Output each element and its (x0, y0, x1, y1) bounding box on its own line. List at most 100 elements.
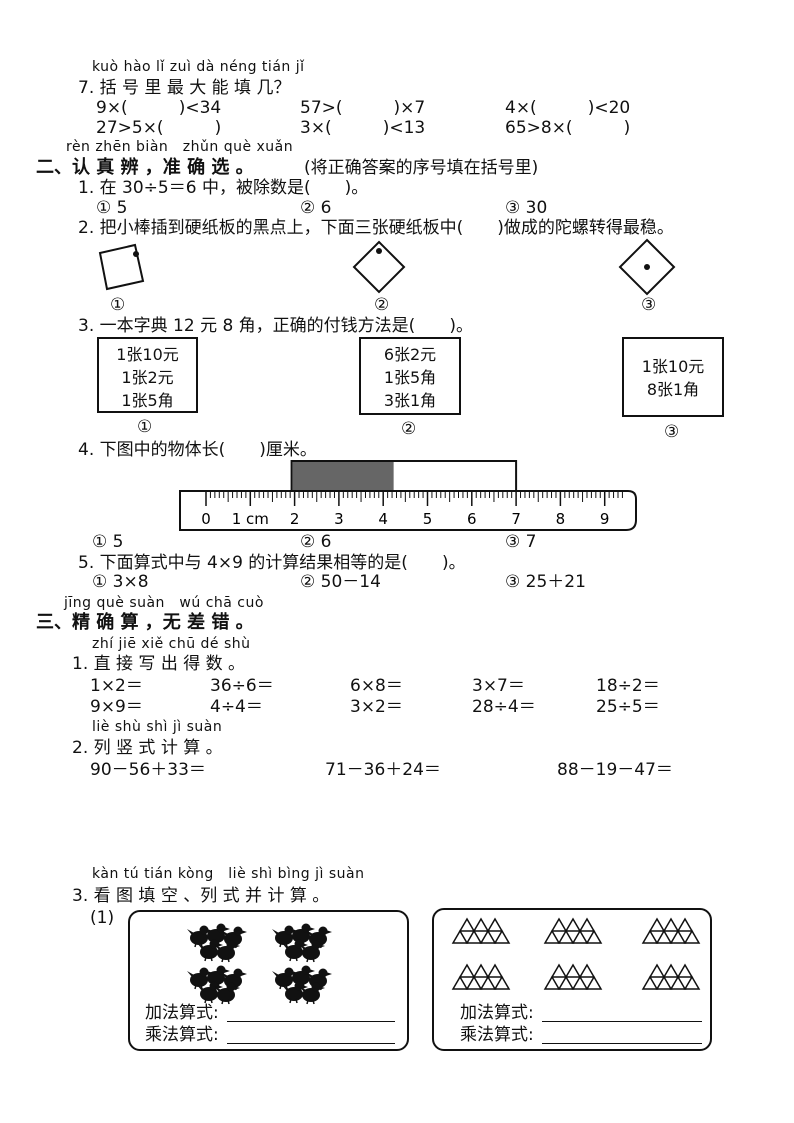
q3-text: 3. 一本字典 12 元 8 角，正确的付钱方法是( )。 (78, 316, 473, 336)
vertical-calc-3[interactable]: 88－19－47＝ (557, 760, 673, 780)
q2-label-1: ① (110, 295, 126, 315)
q3-label-3: ③ (664, 422, 680, 442)
q1-option-3[interactable]: ③ 30 (505, 198, 548, 218)
ruler-tick-label: 2 (290, 510, 300, 528)
q7-item-6[interactable]: 65>8×( ) (505, 118, 631, 138)
ruler-tick-label: 5 (423, 510, 433, 528)
calc-1[interactable]: 1×2＝ (90, 676, 143, 696)
ruler-tick-label: 8 (556, 510, 566, 528)
q5-option-1[interactable]: ① 3×8 (92, 572, 149, 592)
p3-pinyin: kàn tú tián kòng liè shì bìng jì suàn (92, 866, 365, 882)
money-box-1[interactable]: 1张10元 1张2元 1张5角 (97, 337, 198, 413)
calc-8[interactable]: 3×2＝ (350, 697, 403, 717)
calc-10[interactable]: 25÷5＝ (596, 697, 660, 717)
section2-title: 二、认 真 辨 ，准 确 选 。 (36, 157, 254, 178)
section3-pinyin: jīng què suàn wú chā cuò (64, 595, 264, 611)
money-box-3-line-1: 1张10元 (641, 357, 705, 376)
bird-groups (185, 920, 335, 1005)
money-box-2-line-1: 6张2元 (383, 345, 437, 364)
q7-item-4[interactable]: 27>5×( ) (96, 118, 222, 138)
q5-option-2[interactable]: ② 50－14 (300, 572, 381, 592)
picture-box-birds (128, 910, 409, 1051)
section3-title: 三、精 确 算 ，无 差 错 。 (36, 612, 254, 633)
calc-7[interactable]: 4÷4＝ (210, 697, 263, 717)
money-box-1-line-3: 1张5角 (121, 391, 174, 410)
birds-add-label: 加法算式: (145, 1003, 219, 1023)
triangles-mul-answer-line[interactable] (542, 1043, 702, 1044)
triangle-group-4 (453, 965, 509, 989)
q4-option-1[interactable]: ① 5 (92, 532, 124, 552)
money-box-1-line-2: 1张2元 (121, 368, 174, 387)
ruler-tick-label: 4 (378, 510, 388, 528)
p2-title: 2. 列 竖 式 计 算 。 (72, 738, 223, 758)
q1-option-2[interactable]: ② 6 (300, 198, 332, 218)
calc-5[interactable]: 18÷2＝ (596, 676, 660, 696)
ruler-tick-label: 7 (511, 510, 521, 528)
picture-box-triangles (432, 908, 712, 1051)
q2-label-2: ② (374, 295, 390, 315)
q1-text: 1. 在 30÷5＝6 中，被除数是( )。 (78, 178, 369, 198)
calc-9[interactable]: 28÷4＝ (472, 697, 536, 717)
money-box-1-line-1: 1张10元 (116, 345, 179, 364)
triangles-mul-label: 乘法算式: (460, 1025, 534, 1045)
ruler-tick-label: 0 (201, 510, 211, 528)
q4-text: 4. 下图中的物体长( )厘米。 (78, 440, 317, 460)
vertical-calc-1[interactable]: 90－56＋33＝ (90, 760, 206, 780)
triangle-group-2 (545, 919, 601, 943)
triangle-group-6 (643, 965, 699, 989)
triangle-group-3 (643, 919, 699, 943)
q4-option-3[interactable]: ③ 7 (505, 532, 537, 552)
calc-4[interactable]: 3×7＝ (472, 676, 525, 696)
ruler-tick-label: 9 (600, 510, 610, 528)
vertical-calc-2[interactable]: 71－36＋24＝ (325, 760, 441, 780)
triangle-group-5 (545, 965, 601, 989)
spinner-card-1[interactable] (95, 243, 155, 303)
money-box-2-line-2: 1张5角 (383, 368, 437, 387)
q5-option-3[interactable]: ③ 25＋21 (505, 572, 586, 592)
calc-2[interactable]: 36÷6＝ (210, 676, 274, 696)
bird-group-4 (272, 966, 332, 1005)
money-box-3[interactable]: 1张10元 8张1角 (622, 337, 724, 417)
bird-group-2 (272, 924, 332, 963)
q7-item-2[interactable]: 57>( )×7 (300, 98, 426, 118)
money-box-2-line-3: 3张1角 (383, 391, 437, 410)
p3-sub-number: (1) (90, 908, 115, 928)
spinner-card-2[interactable] (352, 240, 412, 300)
triangle-group-1 (453, 919, 509, 943)
q3-label-1: ① (137, 417, 153, 437)
triangle-groups (445, 915, 705, 995)
q7-item-3[interactable]: 4×( )<20 (505, 98, 631, 118)
calc-3[interactable]: 6×8＝ (350, 676, 403, 696)
bird-group-3 (187, 966, 247, 1005)
birds-mul-answer-line[interactable] (227, 1043, 395, 1044)
calc-6[interactable]: 9×9＝ (90, 697, 143, 717)
section2-pinyin: rèn zhēn biàn zhǔn què xuǎn (66, 139, 294, 155)
q7-pinyin: kuò hào lǐ zuì dà néng tián jǐ (92, 59, 305, 75)
ruler-tick-label: 1 cm (232, 510, 269, 528)
money-box-3-line-2: 8张1角 (646, 380, 700, 399)
p1-pinyin: zhí jiē xiě chū dé shù (92, 636, 251, 652)
p1-title: 1. 直 接 写 出 得 数 。 (72, 654, 246, 674)
q7-title: 7. 括 号 里 最 大 能 填 几？ (78, 78, 291, 98)
birds-add-answer-line[interactable] (227, 1021, 395, 1022)
q3-label-2: ② (401, 419, 417, 439)
q4-option-2[interactable]: ② 6 (300, 532, 332, 552)
triangles-add-answer-line[interactable] (542, 1021, 702, 1022)
q2-label-3: ③ (641, 295, 657, 315)
q7-item-5[interactable]: 3×( )<13 (300, 118, 426, 138)
birds-mul-label: 乘法算式: (145, 1025, 219, 1045)
money-box-2[interactable]: 6张2元 1张5角 3张1角 (359, 337, 461, 415)
section2-note: (将正确答案的序号填在括号里) (304, 158, 539, 178)
ruler-tick-label: 3 (334, 510, 344, 528)
triangles-add-label: 加法算式: (460, 1003, 534, 1023)
ruler-tick-label: 6 (467, 510, 477, 528)
q5-text: 5. 下面算式中与 4×9 的计算结果相等的是( )。 (78, 553, 466, 573)
q1-option-1[interactable]: ① 5 (96, 198, 128, 218)
q7-item-1[interactable]: 9×( )<34 (96, 98, 222, 118)
p2-pinyin: liè shù shì jì suàn (92, 719, 223, 735)
ruler-diagram: 0 1 cm 2 3 4 5 6 7 8 9 (179, 460, 637, 531)
bird-group-1 (187, 924, 247, 963)
spinner-card-3[interactable] (618, 238, 678, 298)
object-dark-part (292, 462, 394, 491)
q2-text: 2. 把小棒插到硬纸板的黑点上，下面三张硬纸板中( )做成的陀螺转得最稳。 (78, 218, 674, 238)
